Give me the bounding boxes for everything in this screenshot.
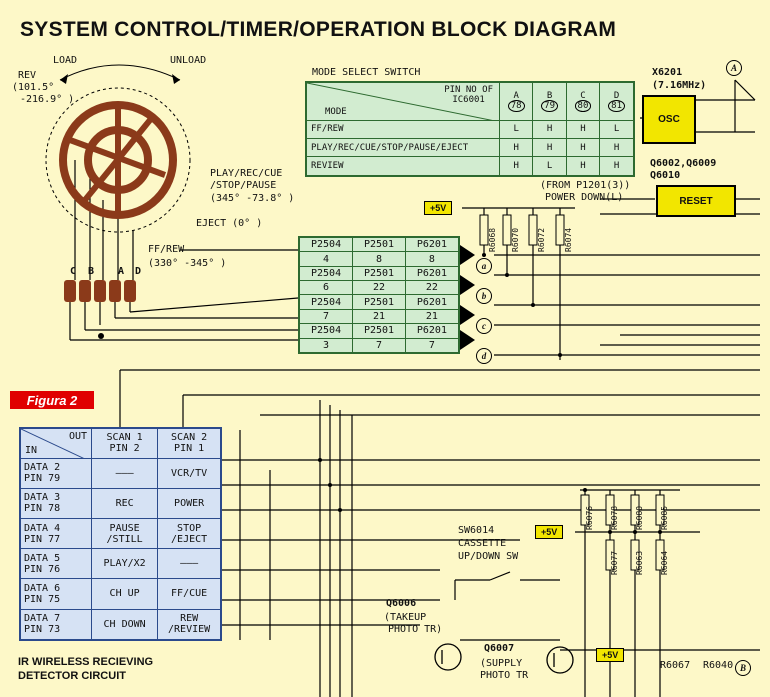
marker-a: A: [726, 60, 742, 76]
mode-header-pin: PIN NO OF: [444, 85, 493, 95]
q6006-name: Q6006: [386, 598, 417, 609]
figure-tag: Figura 2: [10, 391, 94, 409]
ffrew-label: FF/REW: [148, 244, 185, 255]
osc-freq: (7.16MHz): [652, 80, 707, 91]
reset-power-down: POWER DOWN(L): [545, 192, 624, 203]
reset-q: Q6002,Q6009: [650, 158, 717, 169]
resistor-r6068: R6068: [488, 227, 497, 252]
sw-name: SW6014: [458, 525, 495, 536]
resistor-r6063: R6063: [635, 550, 644, 575]
plus5v-bottom: +5V: [596, 648, 625, 662]
q6006-l1: (TAKEUP: [384, 612, 427, 623]
plus5v-mid: +5V: [535, 525, 564, 539]
pin-a: A: [118, 266, 125, 277]
pin-d: D: [135, 266, 142, 277]
sw-l2: UP/DOWN SW: [458, 551, 519, 562]
ir-label: IR WIRELESS RECIEVING: [18, 656, 154, 668]
resistor-r6064: R6064: [660, 550, 669, 575]
resistor-r6072: R6072: [537, 227, 546, 252]
ir-label2: DETECTOR CIRCUIT: [18, 670, 126, 682]
osc-box: OSC: [642, 95, 696, 144]
data-header-corner: OUT IN: [19, 427, 92, 459]
resistor-r6076: R6076: [585, 505, 594, 530]
eject-label: EJECT (0° ): [196, 218, 263, 229]
mode-header-mode: MODE: [325, 106, 347, 117]
rev-angle2: -216.9° ): [20, 94, 75, 105]
sw-l1: CASSETTE: [458, 538, 507, 549]
pin-c: C: [70, 266, 77, 277]
load-label: LOAD: [53, 55, 78, 66]
resistor-r6085: R6085: [660, 505, 669, 530]
mode-header-ic: IC6001: [452, 95, 485, 105]
osc-name: X6201: [652, 67, 683, 78]
resistor-r6070: R6070: [511, 227, 520, 252]
plus5v-top: +5V: [424, 201, 453, 215]
resistor-r6077: R6077: [610, 550, 619, 575]
q6007-l1: (SUPPLY: [480, 658, 523, 669]
unload-label: UNLOAD: [170, 55, 207, 66]
page-title: SYSTEM CONTROL/TIMER/OPERATION BLOCK DIA…: [20, 18, 617, 41]
ref-r6067: R6067: [660, 660, 691, 671]
play-angle: (345° -73.8° ): [210, 193, 295, 204]
marker-b: B: [735, 660, 751, 676]
marker-b-lower: b: [476, 288, 492, 304]
mode-header-cell: PIN NO OF IC6001 MODE: [305, 81, 500, 121]
play-label2: /STOP/PAUSE: [210, 180, 277, 191]
play-label: PLAY/REC/CUE: [210, 168, 283, 179]
resistor-r6074: R6074: [564, 227, 573, 252]
q6007-l2: PHOTO TR: [480, 670, 529, 681]
q6007-name: Q6007: [484, 643, 515, 654]
q6006-l2: PHOTO TR): [388, 624, 443, 635]
resistor-r6080: R6080: [635, 505, 644, 530]
marker-d-lower: d: [476, 348, 492, 364]
rev-label: REV: [18, 70, 37, 81]
resistor-r6078: R6078: [610, 505, 619, 530]
rev-angle1: (101.5°: [12, 82, 55, 93]
pin-b: B: [88, 266, 95, 277]
ref-r6040: R6040: [703, 660, 734, 671]
ffrew-angle: (330° -345° ): [148, 258, 227, 269]
reset-from: (FROM P1201(3)): [540, 180, 631, 191]
reset-box: RESET: [656, 185, 736, 217]
mode-table-title: MODE SELECT SWITCH: [312, 67, 421, 78]
reset-q2: Q6010: [650, 170, 681, 181]
marker-c-lower: c: [476, 318, 492, 334]
marker-a-lower: a: [476, 258, 492, 274]
